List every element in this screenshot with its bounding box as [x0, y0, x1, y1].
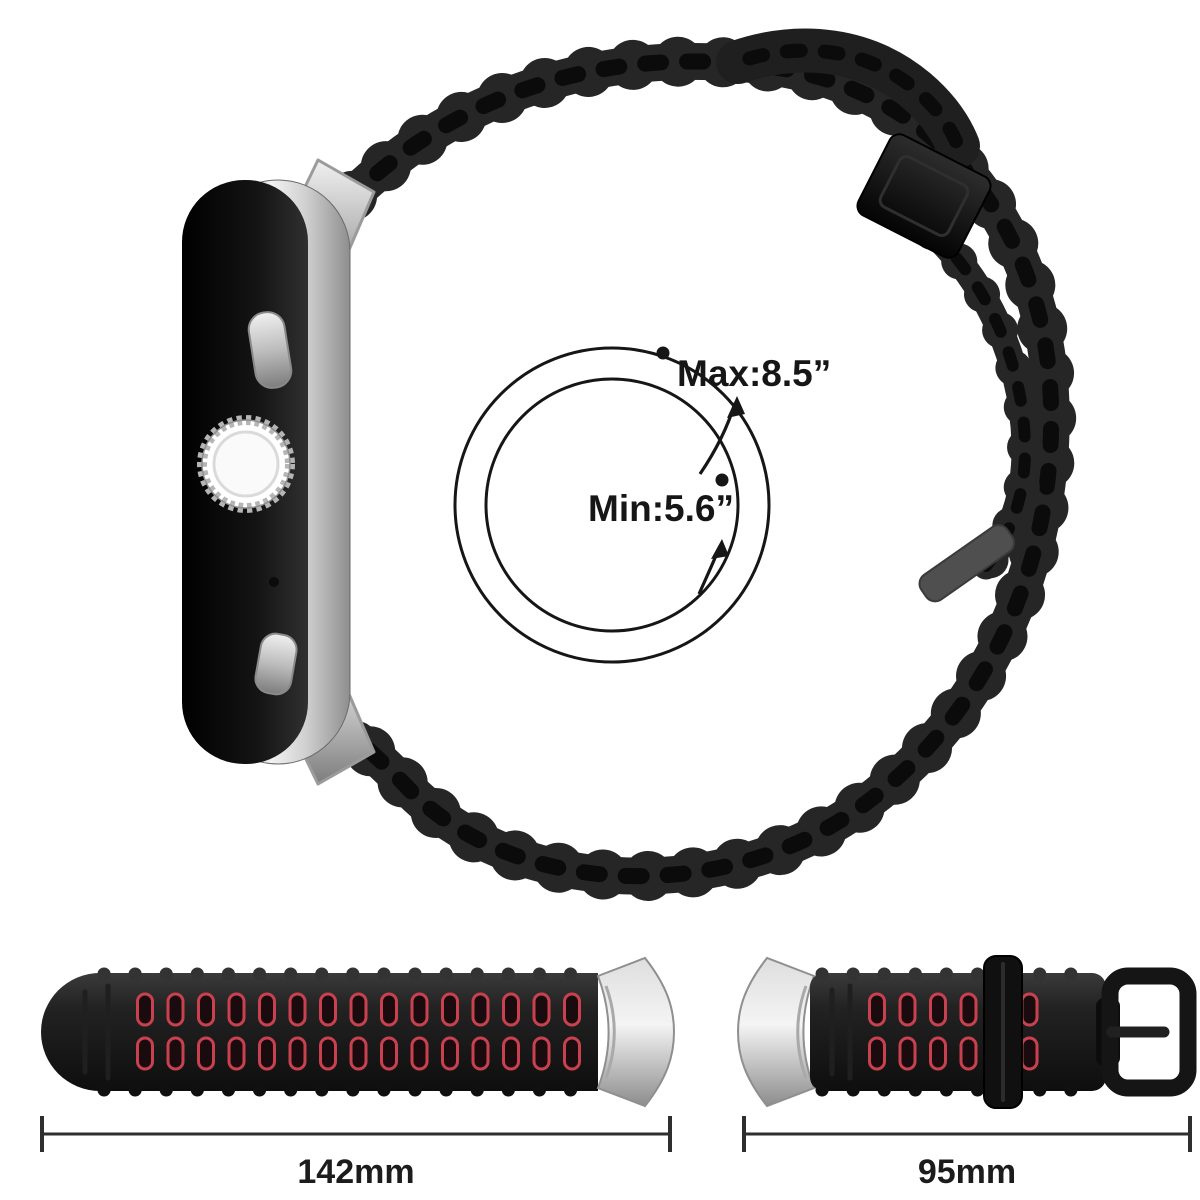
size-annotation: Max:8.5” Min:5.6” — [453, 346, 831, 664]
min-dot — [715, 473, 729, 487]
band-slots — [344, 53, 1060, 884]
watch-lower-fitting — [254, 632, 298, 696]
band-tail — [914, 214, 1044, 584]
min-arrowhead — [711, 539, 729, 559]
watch-crown — [197, 415, 295, 513]
band-tail-end — [918, 524, 1016, 603]
size-circle-inner — [484, 377, 740, 633]
measure-label-long: 142mm — [297, 1153, 414, 1191]
max-dot — [656, 346, 670, 360]
watch-mic-dot — [269, 577, 279, 587]
watch-side-view — [182, 158, 376, 786]
band-loop — [327, 28, 1077, 901]
long-strap — [41, 956, 676, 1108]
max-label: Max:8.5” — [677, 353, 831, 394]
long-strap-connector — [596, 956, 676, 1108]
max-arrowhead — [727, 396, 745, 418]
band-clasp — [856, 133, 992, 259]
measure-label-short: 95mm — [918, 1153, 1016, 1191]
band-tip — [716, 28, 980, 168]
size-circle-outer — [453, 346, 771, 664]
measure-bracket-short: 95mm — [742, 1116, 1192, 1191]
short-strap-connector — [736, 956, 816, 1108]
min-label: Min:5.6” — [588, 488, 734, 529]
short-strap — [736, 955, 1197, 1109]
watch-button — [247, 311, 293, 389]
long-strap-perforations — [130, 975, 588, 1089]
measure-bracket-long: 142mm — [40, 1116, 672, 1191]
